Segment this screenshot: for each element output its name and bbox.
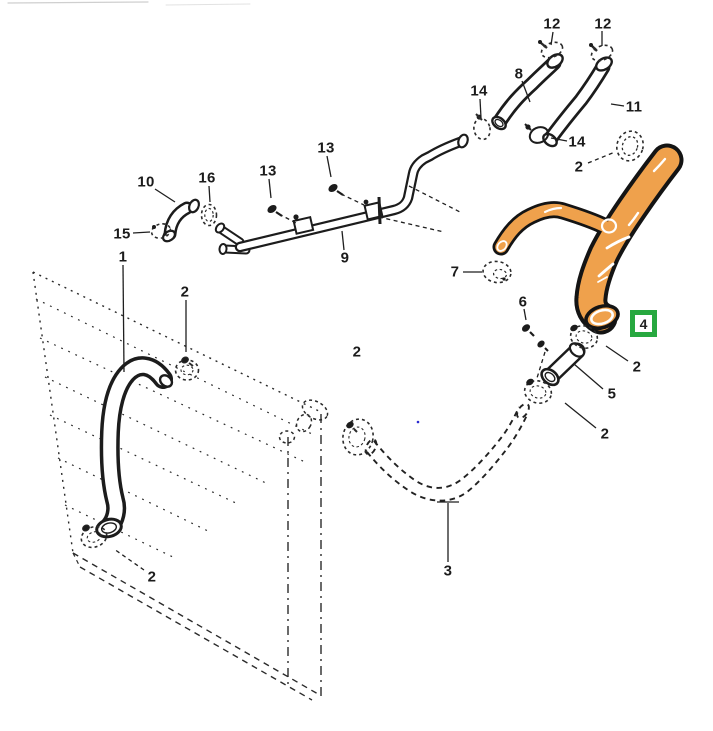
- clamp-12-left: [538, 40, 564, 59]
- callout-1-hose[interactable]: 1: [118, 248, 128, 266]
- clamp-15: [150, 223, 172, 239]
- bolt-13-right: [328, 183, 344, 196]
- callout-6-bolts[interactable]: 6: [518, 293, 528, 311]
- leader-lines: [122, 31, 629, 562]
- selection-box[interactable]: 4: [630, 310, 657, 337]
- callout-5-connector[interactable]: 5: [607, 385, 617, 403]
- hose-8[interactable]: [490, 52, 565, 132]
- callout-16-ring[interactable]: 16: [198, 169, 216, 187]
- radiator-hatch: [35, 298, 313, 559]
- callout-2-clamp-radiator[interactable]: 2: [180, 283, 190, 301]
- connector-tube-5[interactable]: [539, 341, 587, 388]
- callout-2-clamp-hose3[interactable]: 2: [352, 343, 362, 361]
- clamp-2-radiator-top: [174, 356, 200, 381]
- callout-14-clamp-right[interactable]: 14: [568, 133, 586, 151]
- callout-2-clamp-bottom[interactable]: 2: [147, 568, 157, 586]
- callout-2-clamp-lower[interactable]: 2: [600, 425, 610, 443]
- hose-1-radiator-hose[interactable]: [95, 356, 174, 539]
- clamp-12-right: [589, 43, 614, 62]
- radiator-outline: [32, 271, 329, 701]
- clamp-14-hose11: [524, 123, 550, 144]
- callout-2-ring-top[interactable]: 2: [574, 158, 584, 176]
- clamp-7: [482, 260, 512, 284]
- callout-4-selected[interactable]: 4: [639, 315, 648, 332]
- clamp-14-pipe-end: [473, 113, 491, 141]
- callout-8-hose[interactable]: 8: [514, 65, 524, 83]
- clamp-2-lower: [523, 378, 553, 404]
- callout-12-clamp-right[interactable]: 12: [594, 15, 612, 33]
- callout-15-clamp[interactable]: 15: [113, 225, 131, 243]
- callout-3-hose[interactable]: 3: [443, 562, 453, 580]
- hose-3[interactable]: [364, 402, 532, 502]
- pipe-bracket-right: [363, 196, 384, 225]
- callout-13-bolt-left[interactable]: 13: [259, 162, 277, 180]
- pipe-bracket-left: [292, 214, 315, 235]
- clamp-2-upper: [569, 324, 599, 349]
- clamp-2-hose3-left: [342, 418, 374, 456]
- pipe-9-water-pipe[interactable]: [214, 133, 469, 255]
- callout-10-elbow[interactable]: 10: [137, 173, 155, 191]
- callout-2-clamp-upper[interactable]: 2: [632, 358, 642, 376]
- leader-lines-dashed: [113, 151, 616, 571]
- clamp-2-hose1-bottom: [80, 524, 108, 549]
- radiator-inlet-neck: [278, 399, 329, 444]
- callout-12-clamp-left[interactable]: 12: [543, 15, 561, 33]
- callout-9-pipe[interactable]: 9: [340, 249, 350, 267]
- callout-7-clamp[interactable]: 7: [450, 263, 460, 281]
- callout-13-bolt-right[interactable]: 13: [317, 139, 335, 157]
- callout-11-hose[interactable]: 11: [625, 98, 643, 116]
- bolts-6: [521, 324, 549, 352]
- hose-4-highlighted-y-hose[interactable]: [492, 143, 684, 335]
- scan-noise: [7, 1, 420, 424]
- ring-16: [200, 203, 218, 227]
- ring-gasket-2-top: [615, 130, 645, 162]
- callout-14-clamp-left[interactable]: 14: [470, 82, 488, 100]
